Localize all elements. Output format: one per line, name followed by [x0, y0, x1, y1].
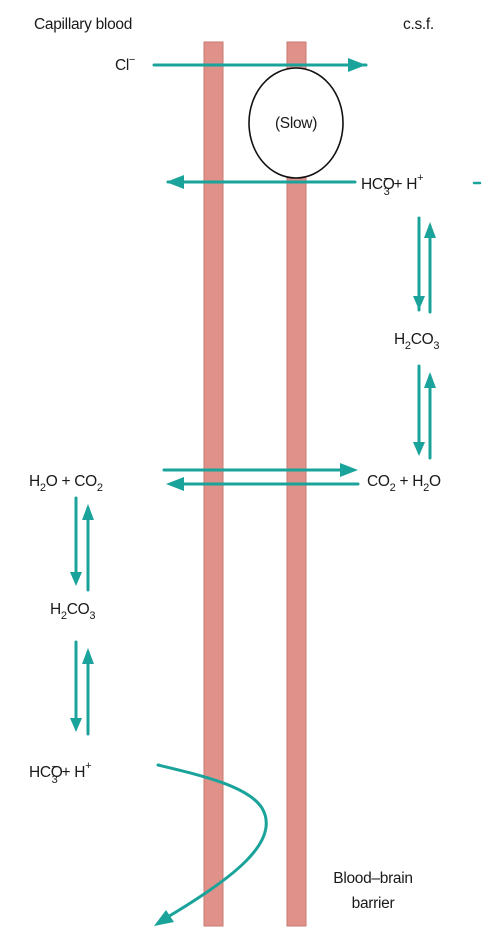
chloride-label: Cl−	[115, 54, 135, 74]
blood-bicarbonate-label: HCO−3 + H+	[29, 760, 91, 786]
co2-diffusion-arrows	[162, 463, 360, 491]
barrier-label-line1: Blood–brain	[333, 870, 412, 887]
blood-h2o-co2-label: H2O + CO2	[29, 473, 103, 494]
chloride-arrow	[152, 58, 368, 72]
csf-bicarbonate-label: HCO−3 + H+	[361, 172, 423, 198]
csf-carbonic-acid-label: H2CO3	[394, 331, 439, 352]
slow-transport-circle	[248, 67, 344, 179]
blood-equilibrium-lower	[70, 640, 94, 736]
blood-carbonic-acid-label: H2CO3	[50, 601, 95, 622]
bicarbonate-loop-arrow	[154, 763, 268, 926]
blood-equilibrium-upper	[70, 496, 94, 592]
csf-header: c.s.f.	[403, 16, 434, 33]
slow-label: (Slow)	[275, 115, 317, 132]
barrier-label-line2: barrier	[352, 895, 395, 912]
csf-equilibrium-lower	[413, 364, 436, 460]
csf-equilibrium-upper	[413, 216, 436, 314]
capillary-blood-header: Capillary blood	[34, 16, 132, 33]
csf-co2-h2o-label: CO2 + H2O	[367, 473, 441, 494]
bicarbonate-efflux-arrow	[166, 175, 482, 189]
